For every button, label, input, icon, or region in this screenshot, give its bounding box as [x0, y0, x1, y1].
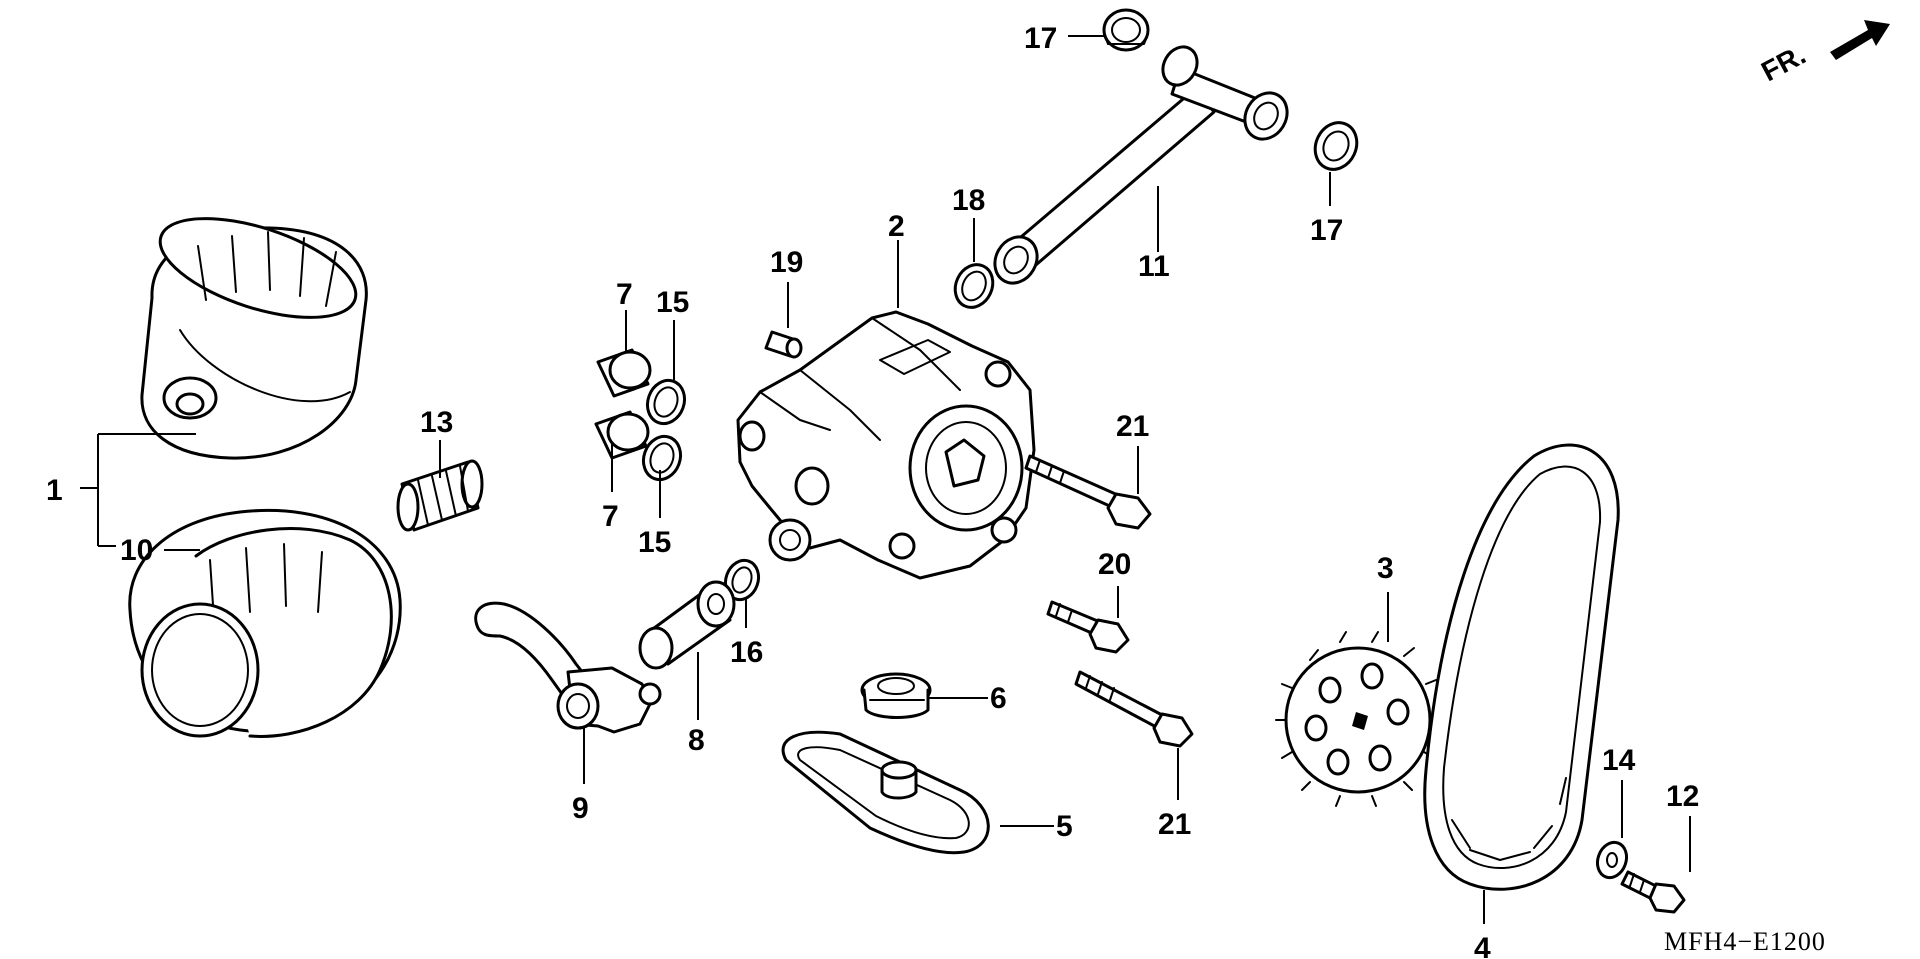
part-20-bolt: [1046, 600, 1130, 654]
callout-13: 13: [420, 406, 453, 439]
part-6-grommet: [860, 672, 932, 719]
part-21-bolt-upper: [1024, 454, 1152, 530]
callout-18: 18: [952, 184, 985, 217]
part-13-stud: [396, 459, 484, 532]
part-10-oil-filter: [128, 508, 402, 738]
callout-12: 12: [1666, 780, 1699, 813]
callout-1: 1: [46, 474, 63, 507]
callout-15-upper: 15: [656, 286, 689, 319]
part-7-collar-lower: [594, 410, 650, 460]
part-3-sprocket: [1275, 631, 1441, 807]
callout-14: 14: [1602, 744, 1636, 777]
part-2-oil-pump: [736, 310, 1036, 580]
part-8-joint-collar: [638, 580, 736, 670]
callout-9: 9: [572, 792, 589, 825]
front-direction-indicator: FR.: [1756, 20, 1890, 87]
callout-21-upper: 21: [1116, 410, 1149, 443]
part-18-o-ring: [953, 263, 995, 309]
callout-5: 5: [1056, 810, 1073, 843]
callout-8: 8: [688, 724, 705, 757]
callout-7-lower: 7: [602, 500, 619, 533]
callout-4: 4: [1474, 932, 1491, 959]
leader-lines: [80, 35, 1691, 924]
part-15-o-ring-upper: [645, 378, 687, 426]
callout-11: 11: [1138, 250, 1170, 283]
fr-arrow-icon: [1830, 20, 1890, 60]
part-11-oil-pipe: [993, 45, 1289, 285]
callout-labels: 1 10 2 3 4 5 6 7 7 8 9 11 12 13 14 15 15…: [46, 22, 1699, 959]
diagram-code: MFH4−E1200: [1664, 927, 1826, 956]
part-7-collar-upper: [596, 348, 652, 398]
fr-label: FR.: [1756, 39, 1810, 88]
part-17-seal-lower: [1313, 121, 1359, 171]
part-9-oil-pipe: [474, 601, 662, 734]
part-12-bolt: [1620, 870, 1686, 914]
callout-17-upper: 17: [1024, 22, 1057, 55]
part-21-bolt-lower: [1074, 670, 1194, 748]
part-15-o-ring-lower: [641, 434, 683, 482]
part-17-seal-upper: [1102, 8, 1150, 52]
part-14-washer: [1595, 840, 1629, 880]
part-4-drive-chain: [1423, 443, 1620, 891]
part-19-dowel-pin: [764, 330, 803, 359]
callout-16: 16: [730, 636, 763, 669]
callout-6: 6: [990, 682, 1007, 715]
part-16-o-ring: [723, 558, 761, 602]
part-5-oil-strainer: [781, 730, 990, 855]
callout-20: 20: [1098, 548, 1131, 581]
callout-19: 19: [770, 246, 803, 279]
part-1-filter-cap: [140, 217, 368, 460]
callout-10: 10: [120, 534, 153, 567]
callout-15-lower: 15: [638, 526, 671, 559]
callout-7-upper: 7: [616, 278, 633, 311]
callout-2: 2: [888, 210, 905, 243]
callout-21-lower: 21: [1158, 808, 1191, 841]
callout-3: 3: [1377, 552, 1394, 585]
callout-17-lower: 17: [1310, 214, 1343, 247]
